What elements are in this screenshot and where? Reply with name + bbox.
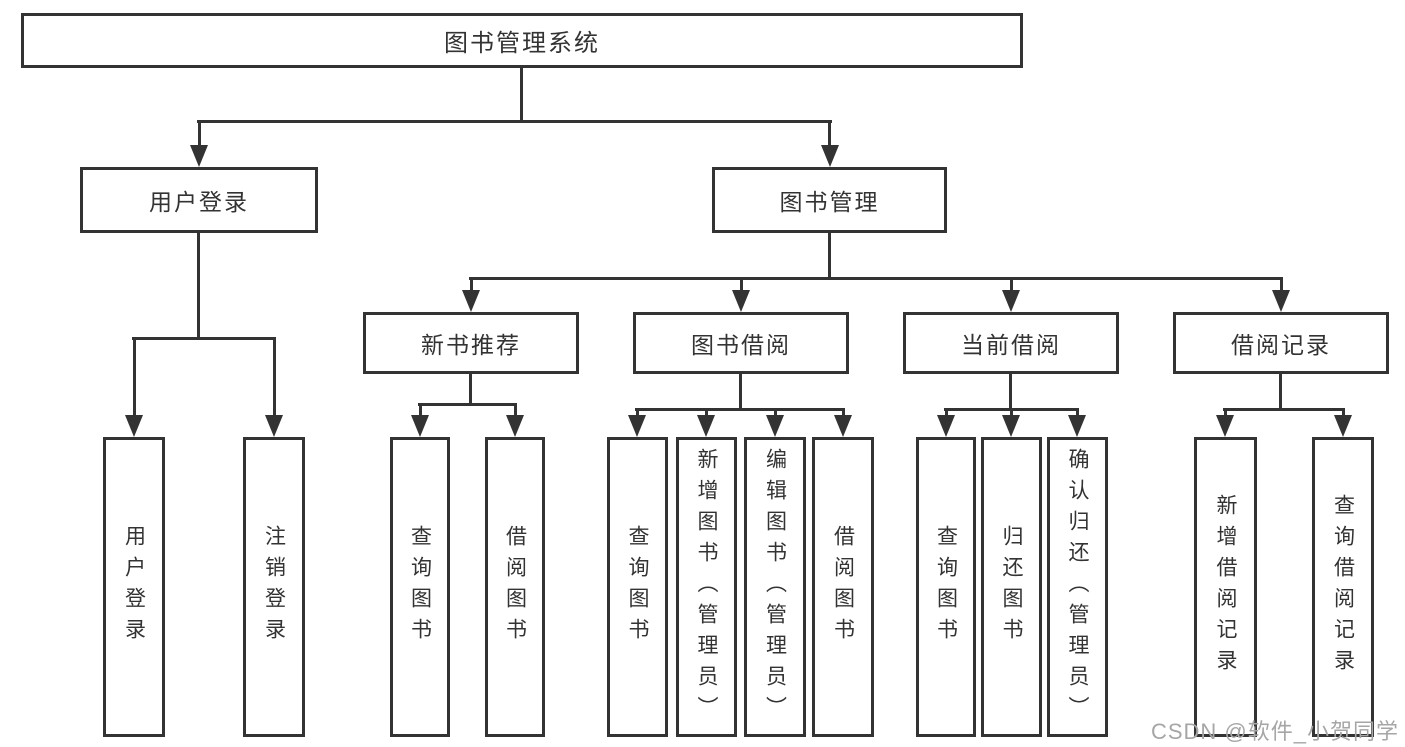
connector-stub bbox=[273, 337, 276, 418]
connector-stub bbox=[1076, 408, 1079, 418]
leaf-label: 注销登录 bbox=[262, 525, 286, 649]
connector-stub bbox=[705, 408, 708, 418]
node-label: 用户登录 bbox=[149, 189, 249, 215]
connector-root-rail bbox=[197, 120, 832, 123]
connector-rail bbox=[1223, 408, 1345, 411]
arrowhead-down-icon bbox=[1272, 290, 1290, 312]
leaf-label: 新增图书（管理员） bbox=[695, 447, 718, 727]
leaf-edit-book-admin: 编辑图书（管理员） bbox=[744, 437, 806, 737]
leaf-query-books-current: 查询图书 bbox=[916, 437, 976, 737]
arrowhead-down-icon bbox=[265, 415, 283, 437]
arrowhead-down-icon bbox=[821, 145, 839, 167]
connector-stem bbox=[1279, 374, 1282, 411]
connector-stub bbox=[198, 120, 201, 150]
leaf-query-books-borrowing: 查询图书 bbox=[607, 437, 668, 737]
connector-stub bbox=[1280, 277, 1283, 293]
connector-stub bbox=[419, 403, 422, 418]
arrowhead-down-icon bbox=[732, 290, 750, 312]
connector-stub bbox=[1342, 408, 1345, 418]
arrowhead-down-icon bbox=[411, 415, 429, 437]
arrowhead-down-icon bbox=[506, 415, 524, 437]
connector-stem bbox=[469, 374, 472, 406]
leaf-borrow-books: 借阅图书 bbox=[812, 437, 874, 737]
node-label: 图书管理 bbox=[779, 189, 880, 215]
connector-user-login-rail bbox=[132, 337, 276, 340]
connector-stub bbox=[1010, 277, 1013, 293]
leaf-logout: 注销登录 bbox=[243, 437, 305, 737]
connector-stub bbox=[1010, 408, 1013, 418]
connector-rail bbox=[418, 403, 517, 406]
arrowhead-down-icon bbox=[937, 415, 955, 437]
node-user-login: 用户登录 bbox=[80, 167, 318, 233]
connector-book-management-rail bbox=[469, 277, 1283, 280]
node-book-management: 图书管理 bbox=[712, 167, 947, 233]
connector-stem bbox=[1009, 374, 1012, 411]
connector-stub bbox=[1224, 408, 1227, 418]
connector-stub bbox=[842, 408, 845, 418]
leaf-add-book-admin: 新增图书（管理员） bbox=[676, 437, 737, 737]
node-book-borrowing: 图书借阅 bbox=[633, 312, 849, 374]
connector-stub bbox=[740, 277, 743, 293]
leaf-label: 借阅图书 bbox=[503, 525, 527, 649]
leaf-label: 编辑图书（管理员） bbox=[763, 447, 787, 727]
leaf-label: 查询图书 bbox=[934, 525, 958, 649]
leaf-user-login: 用户登录 bbox=[103, 437, 165, 737]
leaf-confirm-return-admin: 确认归还（管理员） bbox=[1047, 437, 1108, 737]
arrowhead-down-icon bbox=[628, 415, 646, 437]
node-current-borrowing: 当前借阅 bbox=[903, 312, 1119, 374]
leaf-label: 归还图书 bbox=[1000, 525, 1023, 649]
connector-user-login-stem bbox=[197, 233, 200, 340]
connector-stub bbox=[774, 408, 777, 418]
connector-book-management-stem bbox=[828, 233, 831, 280]
leaf-label: 确认归还（管理员） bbox=[1066, 447, 1089, 727]
leaf-label: 用户登录 bbox=[122, 525, 146, 649]
connector-stub bbox=[133, 337, 136, 418]
connector-stub bbox=[636, 408, 639, 418]
connector-stem bbox=[739, 374, 742, 411]
node-borrowing-records: 借阅记录 bbox=[1173, 312, 1389, 374]
connector-root-stem bbox=[520, 68, 523, 123]
node-label: 新书推荐 bbox=[421, 332, 521, 358]
leaf-label: 查询图书 bbox=[408, 525, 432, 649]
leaf-add-borrow-record: 新增借阅记录 bbox=[1194, 437, 1257, 737]
arrowhead-down-icon bbox=[1002, 415, 1020, 437]
node-new-book-recommendation: 新书推荐 bbox=[363, 312, 579, 374]
connector-stub bbox=[514, 403, 517, 418]
leaf-query-books-recommend: 查询图书 bbox=[390, 437, 450, 737]
node-label: 当前借阅 bbox=[961, 332, 1061, 358]
leaf-return-book: 归还图书 bbox=[981, 437, 1042, 737]
arrowhead-down-icon bbox=[190, 145, 208, 167]
leaf-query-borrow-record: 查询借阅记录 bbox=[1312, 437, 1374, 737]
arrowhead-down-icon bbox=[766, 415, 784, 437]
arrowhead-down-icon bbox=[462, 290, 480, 312]
leaf-borrow-books-recommend: 借阅图书 bbox=[485, 437, 545, 737]
csdn-watermark: CSDN @软件_小贺同学 bbox=[1150, 719, 1399, 744]
arrowhead-down-icon bbox=[125, 415, 143, 437]
leaf-label: 借阅图书 bbox=[831, 525, 855, 649]
leaf-label: 查询借阅记录 bbox=[1331, 494, 1355, 680]
node-label: 借阅记录 bbox=[1231, 332, 1331, 358]
node-label: 图书借阅 bbox=[691, 332, 791, 358]
node-library-management-system: 图书管理系统 bbox=[21, 13, 1023, 68]
leaf-label: 新增借阅记录 bbox=[1214, 494, 1237, 680]
arrowhead-down-icon bbox=[1068, 415, 1086, 437]
node-label: 图书管理系统 bbox=[444, 30, 600, 57]
arrowhead-down-icon bbox=[697, 415, 715, 437]
connector-stub bbox=[828, 120, 831, 150]
leaf-label: 查询图书 bbox=[626, 525, 649, 649]
connector-stub bbox=[470, 277, 473, 293]
arrowhead-down-icon bbox=[1002, 290, 1020, 312]
connector-rail bbox=[635, 408, 845, 411]
arrowhead-down-icon bbox=[1216, 415, 1234, 437]
arrowhead-down-icon bbox=[834, 415, 852, 437]
arrowhead-down-icon bbox=[1334, 415, 1352, 437]
connector-stub bbox=[945, 408, 948, 418]
